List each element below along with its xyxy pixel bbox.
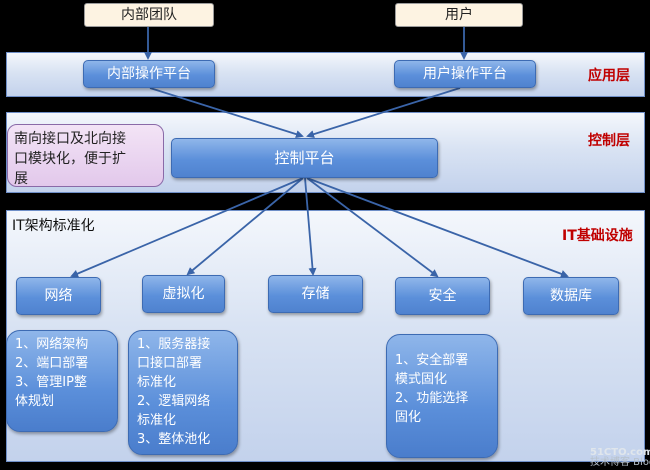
arrow-control-to-virtualization	[186, 177, 304, 276]
component-virtualization: 虚拟化	[142, 275, 225, 313]
control-platform: 控制平台	[171, 138, 438, 178]
site-watermark-tag: 技术博客 Blog	[590, 457, 650, 468]
component-storage: 存储	[268, 275, 363, 313]
arrow-control-to-database	[306, 177, 569, 278]
user-ops-platform: 用户操作平台	[394, 60, 536, 88]
arrow-internal-to-control	[149, 87, 304, 139]
virtualization-details-note: 1、服务器接 口接口部署 标准化 2、逻辑网络 标准化 3、整体池化	[128, 330, 238, 455]
security-details-note: 1、安全部署 模式固化 2、功能选择 固化	[386, 334, 498, 458]
arrow-user-to-control	[306, 87, 461, 139]
site-watermark-name: 51CTO.com	[590, 447, 650, 458]
component-database: 数据库	[523, 277, 619, 315]
internal-ops-platform: 内部操作平台	[83, 60, 215, 88]
application-layer-title: 应用层	[588, 68, 630, 84]
user-box: 用户	[395, 3, 523, 27]
arrow-control-to-network	[70, 177, 304, 278]
arrow-control-to-security	[306, 177, 439, 278]
component-network: 网络	[16, 277, 101, 315]
control-layer-title: 控制层	[588, 133, 630, 149]
component-security: 安全	[395, 277, 490, 315]
interface-modularity-note: 南向接口及北向接 口模块化，便于扩 展	[7, 124, 164, 187]
infrastructure-subtitle: IT架构标准化	[12, 218, 95, 234]
arrow-control-to-storage	[304, 177, 317, 276]
network-details-note: 1、网络架构 2、端口部署 3、管理IP整 体规划	[6, 330, 118, 432]
infrastructure-layer-title: IT基础设施	[562, 228, 633, 244]
site-watermark: 51CTO.com 技术博客 Blog	[590, 448, 650, 468]
internal-team-box: 内部团队	[84, 3, 214, 27]
